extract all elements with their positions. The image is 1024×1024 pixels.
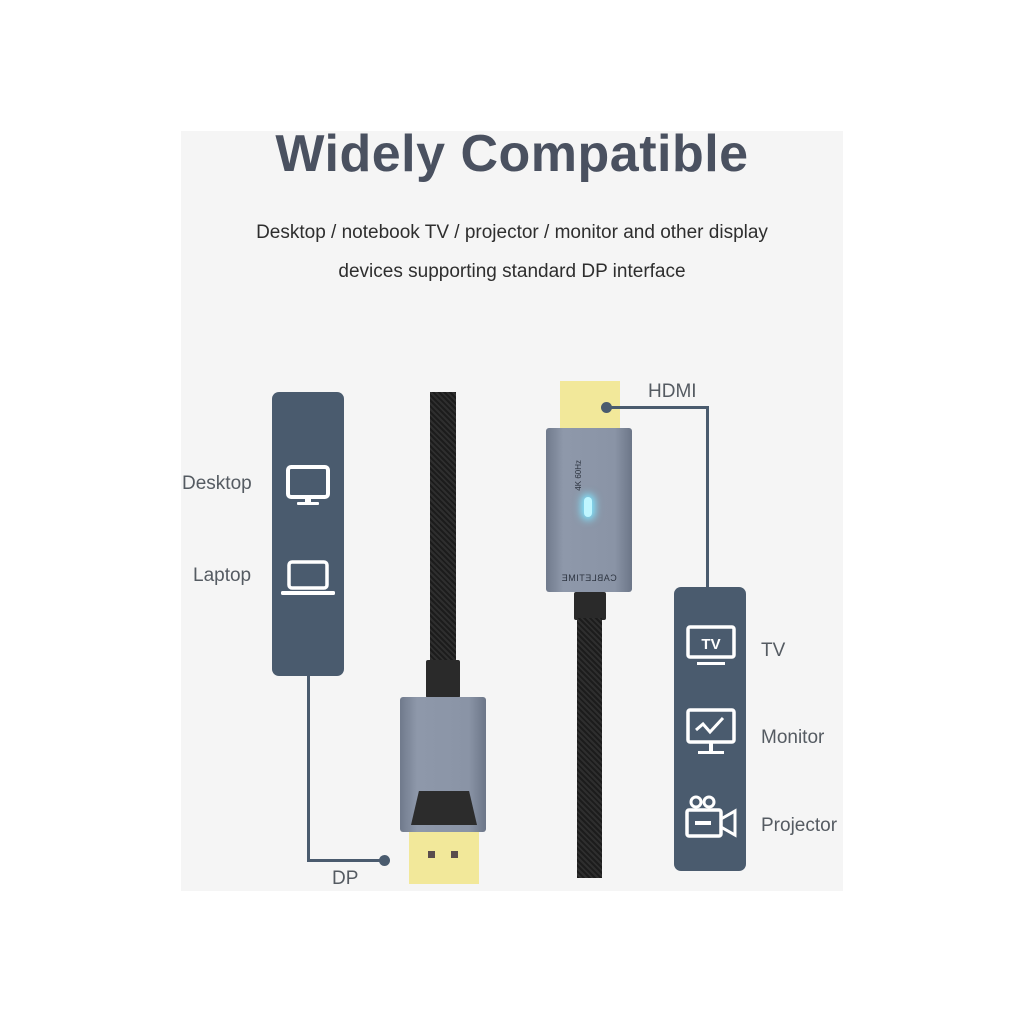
svg-text:TV: TV (701, 636, 720, 653)
source-devices-box (272, 392, 344, 676)
laptop-label: Laptop (193, 565, 252, 586)
monitor-label: Monitor (761, 727, 825, 748)
dp-connector-line-vertical (307, 676, 310, 862)
status-led (584, 497, 592, 517)
page-title: Widely Compatible (275, 125, 749, 183)
brand-text: CABLETIME (561, 573, 617, 583)
tv-label: TV (761, 640, 786, 661)
dp-pin-left (428, 851, 435, 858)
monitor-chart-icon (686, 708, 736, 754)
dp-gold-plug (409, 832, 479, 884)
dp-cable-collar (426, 660, 460, 698)
desktop-label: Desktop (182, 473, 252, 494)
subtitle-line-1: Desktop / notebook TV / projector / moni… (256, 222, 768, 243)
projector-camera-icon (685, 795, 737, 838)
hdmi-cable (577, 618, 602, 878)
subtitle-line-2: devices supporting standard DP interface (338, 261, 686, 282)
projector-label: Projector (761, 815, 838, 836)
hdmi-label: HDMI (648, 381, 697, 402)
dp-connector-line-horizontal (307, 859, 385, 862)
dp-label: DP (332, 868, 359, 889)
hdmi-connector-line-vertical (706, 406, 709, 588)
dp-latch (411, 791, 477, 825)
spec-text: 4K 60Hz (574, 460, 583, 491)
laptop-icon (281, 560, 335, 595)
hdmi-connector-line-horizontal (606, 406, 709, 409)
dp-cable (430, 392, 456, 662)
hdmi-cable-collar (574, 592, 606, 620)
desktop-monitor-icon (286, 465, 330, 505)
dp-pin-right (451, 851, 458, 858)
tv-icon: TV (686, 625, 736, 665)
dp-connector-dot (379, 855, 390, 866)
